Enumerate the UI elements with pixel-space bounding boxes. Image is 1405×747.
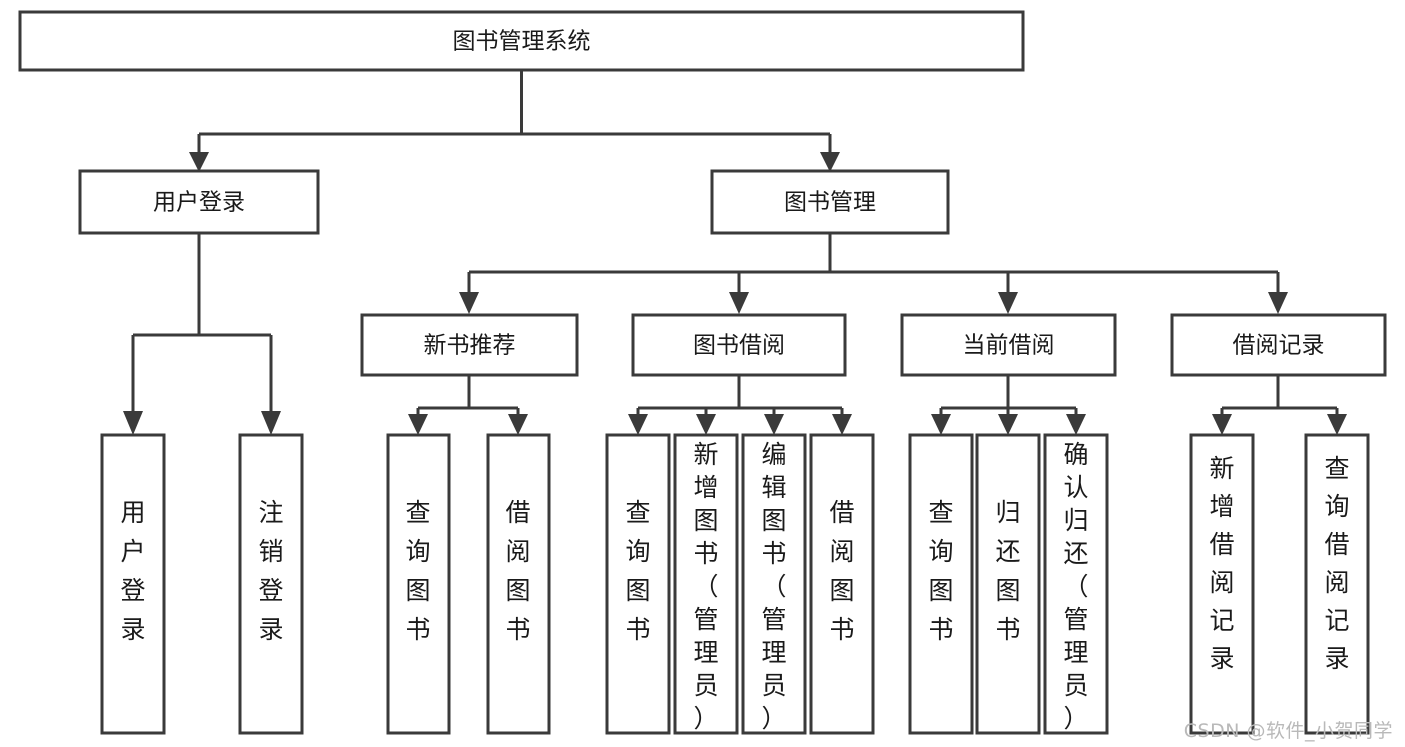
arrow-head-icon [1268,292,1288,314]
node-leaf-query-record-label: 查询借阅记录 [1324,454,1349,673]
arrow-head-icon [820,152,840,172]
node-leaf-query-book-1[interactable]: 查询图书 [386,433,451,735]
node-leaf-query-record-box [1304,433,1370,735]
arrow-head-icon [408,414,428,435]
arrow-head-icon [508,414,528,435]
node-leaf-query-book-2[interactable]: 查询图书 [605,433,671,735]
node-current-borrow[interactable]: 当前借阅 [900,313,1117,377]
arrow-head-icon [931,414,951,435]
node-user-login-box [78,169,320,235]
node-book-manage-label: 图书管理 [784,190,876,216]
node-leaf-edit-book-box [741,433,807,735]
node-leaf-borrow-book-2-label: 借阅图书 [829,498,854,644]
node-book-manage[interactable]: 图书管理 [710,169,950,235]
node-borrow-record[interactable]: 借阅记录 [1170,313,1387,377]
node-leaf-confirm-return-label: 确认归还（管理员） [1063,440,1088,733]
node-book-borrow-label: 图书借阅 [693,333,785,359]
node-borrow-record-label: 借阅记录 [1233,333,1325,359]
node-leaf-user-login[interactable]: 用户登录 [100,433,166,735]
node-user-login-label: 用户登录 [153,190,245,216]
node-leaf-confirm-return[interactable]: 确认归还（管理员） [1043,433,1109,735]
node-leaf-query-book-1-label: 查询图书 [405,498,430,644]
node-leaf-borrow-book-1-label: 借阅图书 [505,498,530,644]
arrow-head-icon [998,414,1018,435]
arrow-head-icon [459,292,479,314]
arrow-head-icon [729,292,749,314]
node-leaf-add-book-box [673,433,739,735]
node-leaf-add-record-box [1189,433,1255,735]
node-borrow-record-box [1170,313,1387,377]
node-leaf-borrow-book-2-box [809,433,875,735]
node-leaf-add-record[interactable]: 新增借阅记录 [1189,433,1255,735]
node-leaf-borrow-book-1-box [486,433,551,735]
node-leaf-return-book[interactable]: 归还图书 [975,433,1041,735]
node-leaf-query-book-3[interactable]: 查询图书 [908,433,974,735]
arrow-head-icon [123,411,143,435]
arrow-head-icon [832,414,852,435]
node-new-book-recommend-box [360,313,579,377]
node-leaf-user-logout-label: 注销登录 [258,498,283,644]
node-leaf-query-book-1-box [386,433,451,735]
node-leaf-query-record[interactable]: 查询借阅记录 [1304,433,1370,735]
node-leaf-edit-book[interactable]: 编辑图书（管理员） [741,433,807,735]
arrow-head-icon [998,292,1018,314]
node-leaf-query-book-3-label: 查询图书 [928,498,953,644]
node-book-borrow-box [631,313,847,377]
node-new-book-recommend-label: 新书推荐 [424,333,516,359]
arrowhead-layer [123,152,1347,435]
arrow-head-icon [261,411,281,435]
node-leaf-user-login-label: 用户登录 [120,498,145,644]
node-leaf-edit-book-label: 编辑图书（管理员） [761,440,786,733]
node-leaf-query-book-3-box [908,433,974,735]
node-leaf-borrow-book-2[interactable]: 借阅图书 [809,433,875,735]
node-leaf-borrow-book-1[interactable]: 借阅图书 [486,433,551,735]
node-root-box [18,10,1025,72]
node-user-login[interactable]: 用户登录 [78,169,320,235]
arrow-head-icon [1066,414,1086,435]
arrow-head-icon [628,414,648,435]
arrow-head-icon [696,414,716,435]
arrow-head-icon [1327,414,1347,435]
node-leaf-add-book[interactable]: 新增图书（管理员） [673,433,739,735]
arrow-head-icon [1212,414,1232,435]
node-leaf-add-book-label: 新增图书（管理员） [693,440,718,733]
node-leaf-user-logout-box [238,433,304,735]
node-current-borrow-box [900,313,1117,377]
node-leaf-add-record-label: 新增借阅记录 [1209,454,1234,673]
node-root-label: 图书管理系统 [453,29,591,55]
arrow-head-icon [189,152,209,172]
node-leaf-return-book-box [975,433,1041,735]
node-leaf-query-book-2-box [605,433,671,735]
node-leaf-user-logout[interactable]: 注销登录 [238,433,304,735]
node-current-borrow-label: 当前借阅 [963,333,1055,359]
arrow-head-icon [764,414,784,435]
node-book-manage-box [710,169,950,235]
node-leaf-confirm-return-box [1043,433,1109,735]
node-leaf-return-book-label: 归还图书 [995,498,1020,644]
node-root[interactable]: 图书管理系统 [18,10,1025,72]
node-leaf-query-book-2-label: 查询图书 [625,498,650,644]
node-new-book-recommend[interactable]: 新书推荐 [360,313,579,377]
node-leaf-user-login-box [100,433,166,735]
node-book-borrow[interactable]: 图书借阅 [631,313,847,377]
